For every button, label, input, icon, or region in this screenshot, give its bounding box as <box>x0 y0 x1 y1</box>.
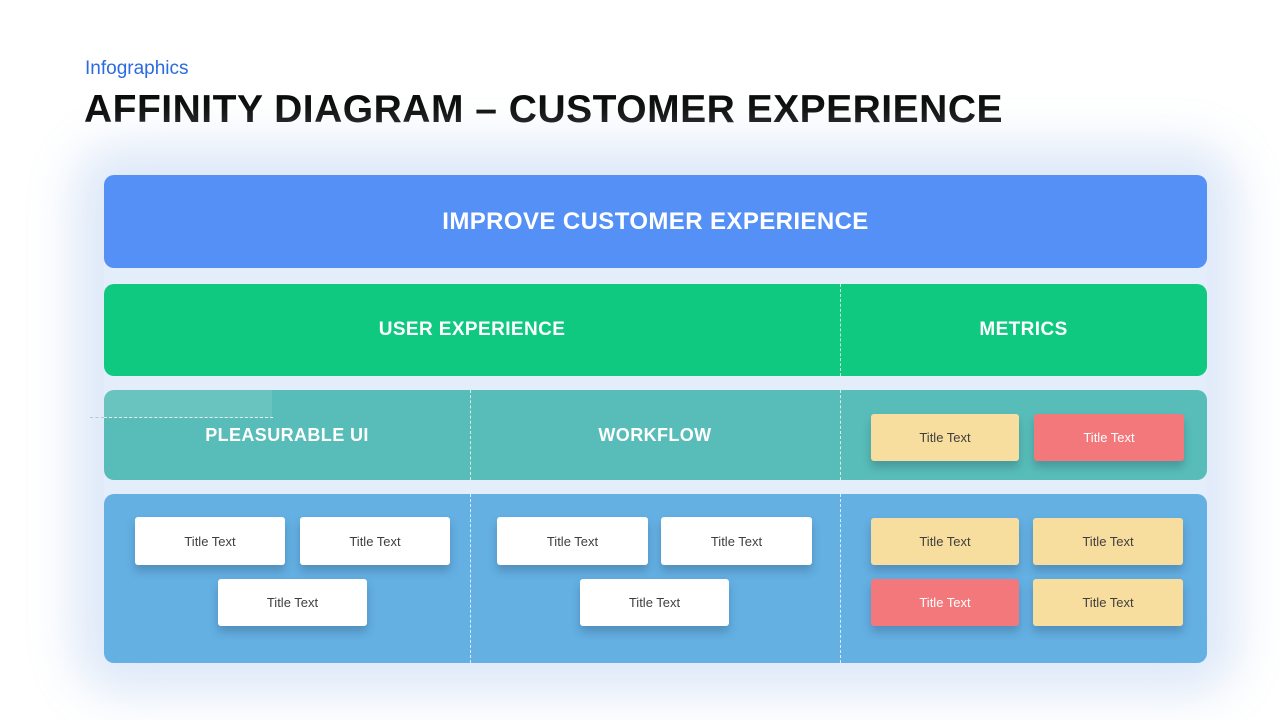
note-card: Title Text <box>218 579 367 626</box>
subgroup-workflow: WORKFLOW <box>598 424 712 445</box>
notes-row: Title Text Title Text Title Text Title T… <box>104 494 1207 663</box>
eyebrow-label: Infographics <box>85 58 189 79</box>
notes-divider-dashed-line <box>470 494 471 663</box>
group-user-experience: USER EXPERIENCE <box>378 319 566 340</box>
accent-dashed-line <box>90 417 104 418</box>
notes-divider-dashed-line <box>840 494 841 663</box>
note-card: Title Text <box>1033 579 1183 626</box>
note-card: Title Text <box>300 517 450 565</box>
note-card: Title Text <box>871 414 1019 461</box>
root-node-label: IMPROVE CUSTOMER EXPERIENCE <box>442 207 869 235</box>
page-title: AFFINITY DIAGRAM – CUSTOMER EXPERIENCE <box>84 88 1003 131</box>
highlight-patch <box>104 390 272 418</box>
root-node: IMPROVE CUSTOMER EXPERIENCE <box>104 175 1207 268</box>
note-card: Title Text <box>580 579 729 626</box>
note-card: Title Text <box>871 518 1019 565</box>
note-card: Title Text <box>1034 414 1184 461</box>
note-card: Title Text <box>871 579 1019 626</box>
subgroups-row: PLEASURABLE UI WORKFLOW Title Text Title… <box>104 390 1207 480</box>
note-card: Title Text <box>135 517 285 565</box>
subgroup-divider-dashed-line <box>470 390 471 480</box>
note-card: Title Text <box>1033 518 1183 565</box>
group-metrics: METRICS <box>979 319 1068 340</box>
groups-row: USER EXPERIENCE METRICS <box>104 284 1207 376</box>
subgroup-pleasurable-ui: PLEASURABLE UI <box>205 424 369 445</box>
group-divider-dashed-line <box>840 284 841 376</box>
note-card: Title Text <box>497 517 648 565</box>
subgroup-divider-dashed-line <box>840 390 841 480</box>
accent-dashed-line <box>104 417 273 418</box>
note-card: Title Text <box>661 517 812 565</box>
